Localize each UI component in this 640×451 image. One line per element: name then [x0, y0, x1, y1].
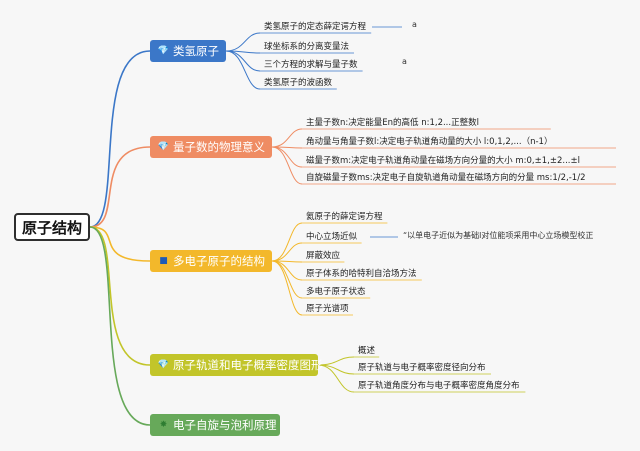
branch-2-item[interactable]: 主量子数n:决定能量En的高低 n:1,2...正整数l — [306, 118, 479, 128]
diamond-icon: 💎 — [157, 360, 170, 370]
leaf-connector — [271, 146, 303, 185]
branch-3-item[interactable]: 原子体系的哈特利自洽场方法 — [306, 269, 417, 279]
branch-2-item[interactable]: 角动量与角量子数l:决定电子轨道角动量的大小 l:0,1,2,...（n-1） — [306, 137, 553, 147]
branch-1-item[interactable]: 三个方程的求解与量子数 — [264, 60, 358, 70]
leaf-connector — [225, 50, 261, 72]
branch-4-item[interactable]: 原子轨道与电子概率密度径向分布 — [358, 363, 486, 373]
branch-5[interactable]: ✸ 电子自旋与泡利原理 — [150, 414, 280, 436]
leaf-connector — [271, 222, 303, 262]
root-topic[interactable]: 原子结构 — [14, 213, 90, 241]
branch-connector-1 — [89, 50, 151, 228]
branch-3[interactable]: ■ 多电子原子的结构 — [150, 250, 272, 272]
branch-connector-5 — [89, 226, 151, 426]
branch-label: 类氢原子 — [173, 44, 219, 58]
branch-3-item[interactable]: 屏蔽效应 — [306, 251, 341, 261]
branch-4-item[interactable]: 原子轨道角度分布与电子概率密度角度分布 — [358, 381, 520, 391]
branch-label: 电子自旋与泡利原理 — [173, 418, 277, 432]
star-icon: ✸ — [159, 420, 168, 430]
item-note[interactable]: “以单电子近似为基础l对位能项采用中心立场模型校正 — [403, 231, 594, 240]
branch-connector-4 — [89, 226, 151, 366]
branch-1[interactable]: 💎类氢原子 — [150, 40, 226, 62]
branch-4-item[interactable]: 概述 — [358, 346, 376, 356]
leaf-connector — [271, 128, 303, 148]
branch-1-item[interactable]: 类氢原子的波函数 — [264, 78, 333, 88]
branch-3-item[interactable]: 中心立场近似 — [306, 232, 358, 242]
item-note[interactable]: a — [412, 20, 417, 29]
branch-label: 量子数的物理意义 — [173, 140, 265, 154]
square-icon: ■ — [159, 256, 168, 266]
leaf-connector — [225, 32, 261, 52]
diamond-icon: 💎 — [157, 46, 170, 56]
branch-2[interactable]: 💎量子数的物理意义 — [150, 136, 272, 158]
leaf-connector — [271, 242, 303, 262]
leaf-connector — [225, 50, 261, 90]
branch-2-item[interactable]: 磁量子数m:决定电子轨道角动量在磁场方向分量的大小 m:0,±1,±2...±l — [306, 156, 580, 166]
branch-3-item[interactable]: 原子光谱项 — [306, 304, 349, 314]
branch-label: 原子轨道和电子概率密度图形 — [173, 358, 323, 372]
leaf-connector — [317, 364, 355, 393]
leaf-connector — [317, 356, 355, 366]
branch-1-item[interactable]: 球坐标系的分离变量法 — [264, 42, 350, 52]
leaf-connector — [271, 146, 303, 168]
branch-3-item[interactable]: 多电子原子状态 — [306, 287, 366, 297]
branch-1-item[interactable]: 类氢原子的定态薛定谔方程 — [264, 22, 367, 32]
leaf-connector — [317, 364, 355, 375]
diamond-icon: 💎 — [157, 142, 170, 152]
leaf-connector — [271, 260, 303, 316]
item-note[interactable]: a — [402, 57, 407, 66]
branch-3-item[interactable]: 氦原子的薛定谔方程 — [306, 212, 383, 222]
branch-2-item[interactable]: 自旋磁量子数ms:决定电子自旋轨道角动量在磁场方向的分量 ms:1/2,-1/2 — [306, 173, 586, 183]
branch-label: 多电子原子的结构 — [173, 254, 265, 268]
root-label: 原子结构 — [21, 218, 82, 237]
branch-connector-3 — [89, 226, 151, 262]
branch-4[interactable]: 💎原子轨道和电子概率密度图形 — [150, 354, 323, 376]
branch-connector-2 — [89, 146, 151, 228]
